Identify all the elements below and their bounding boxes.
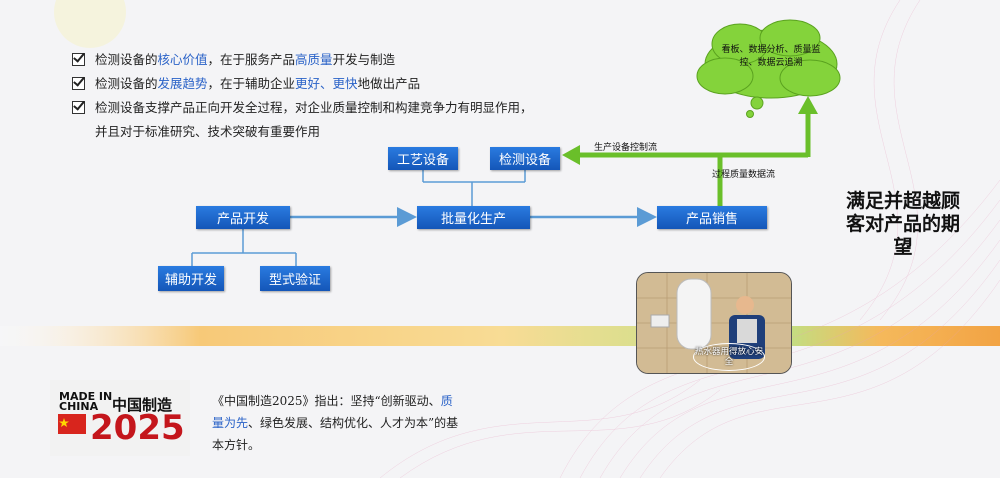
slogan: 满足并超越顾客对产品的期望 — [845, 190, 960, 258]
text: 检测设备支撑产品正向开发全过程，对企业质量控制和构建竞争力有明显作用， — [95, 100, 533, 115]
cloud-text: 看板、数据分析、质量监控、数据云追溯 — [721, 45, 821, 68]
logo-made-in: MADE IN — [59, 390, 113, 403]
process-equipment-box: 工艺设备 — [388, 147, 458, 170]
highlight-text: 高质量 — [295, 52, 333, 67]
green-data-flow — [562, 96, 818, 207]
mass-production-box: 批量化生产 — [417, 206, 530, 229]
highlight-text: 发展趋势 — [157, 76, 208, 91]
quote-highlight: 质量为先 — [212, 394, 453, 430]
test-equipment-box: 检测设备 — [490, 147, 560, 170]
logo-cn-text: 中国制造 — [112, 396, 173, 414]
policy-quote: 《中国制造2025》指出：坚持“创新驱动、质量为先、绿色发展、结构优化、人才为本… — [212, 390, 462, 456]
equipment-bracket — [422, 170, 526, 206]
checklist-item-3: 检测设备支撑产品正向开发全过程，对企业质量控制和构建竞争力有明显作用， — [72, 96, 542, 120]
logo-china: CHINA — [59, 400, 99, 413]
photo-caption: 热水器用得放心安全 — [693, 343, 765, 371]
quote-text: 、绿色发展、结构优化、人才为本”的基本方针。 — [212, 416, 459, 452]
water-heater-photo: 热水器用得放心安全 — [636, 272, 792, 374]
text: 检测设备的 — [95, 76, 158, 91]
logo-year: 2025 — [90, 408, 185, 448]
auxiliary-development-box: 辅助开发 — [158, 266, 224, 291]
text: 检测设备的 — [95, 52, 158, 67]
checklist-item-3-continuation: 并且对于标准研究、技术突破有重要作用 — [95, 124, 321, 139]
highlight-text: 更好、更快 — [295, 76, 358, 91]
product-development-box: 产品开发 — [196, 206, 290, 229]
cloud-shape — [696, 19, 841, 118]
checkbox-icon — [72, 53, 85, 66]
type-verification-box: 型式验证 — [260, 266, 330, 291]
checklist-item-2: 检测设备的发展趋势，在于辅助企业更好、更快地做出产品 — [72, 72, 542, 96]
product-sales-box: 产品销售 — [657, 206, 767, 229]
text: 地做出产品 — [357, 76, 421, 91]
control-flow-label: 生产设备控制流 — [594, 143, 658, 153]
checkbox-icon — [72, 101, 85, 114]
made-in-china-2025-logo: MADE IN CHINA 中国制造 2025 — [50, 380, 190, 456]
checklist: 检测设备的核心价值，在于服务产品高质量开发与制造 检测设备的发展趋势，在于辅助企… — [72, 48, 542, 144]
text: 开发与制造 — [332, 52, 396, 67]
checklist-item-1: 检测设备的核心价值，在于服务产品高质量开发与制造 — [72, 48, 542, 72]
highlight-text: 核心价值 — [157, 52, 208, 67]
quote-text: 《中国制造2025》指出：坚持“创新驱动、 — [212, 394, 441, 408]
quality-flow-label: 过程质量数据流 — [712, 170, 776, 180]
subtask-bracket — [191, 229, 297, 266]
text: ，在于服务产品 — [207, 52, 296, 67]
text: ，在于辅助企业 — [207, 76, 296, 91]
checkbox-icon — [72, 77, 85, 90]
